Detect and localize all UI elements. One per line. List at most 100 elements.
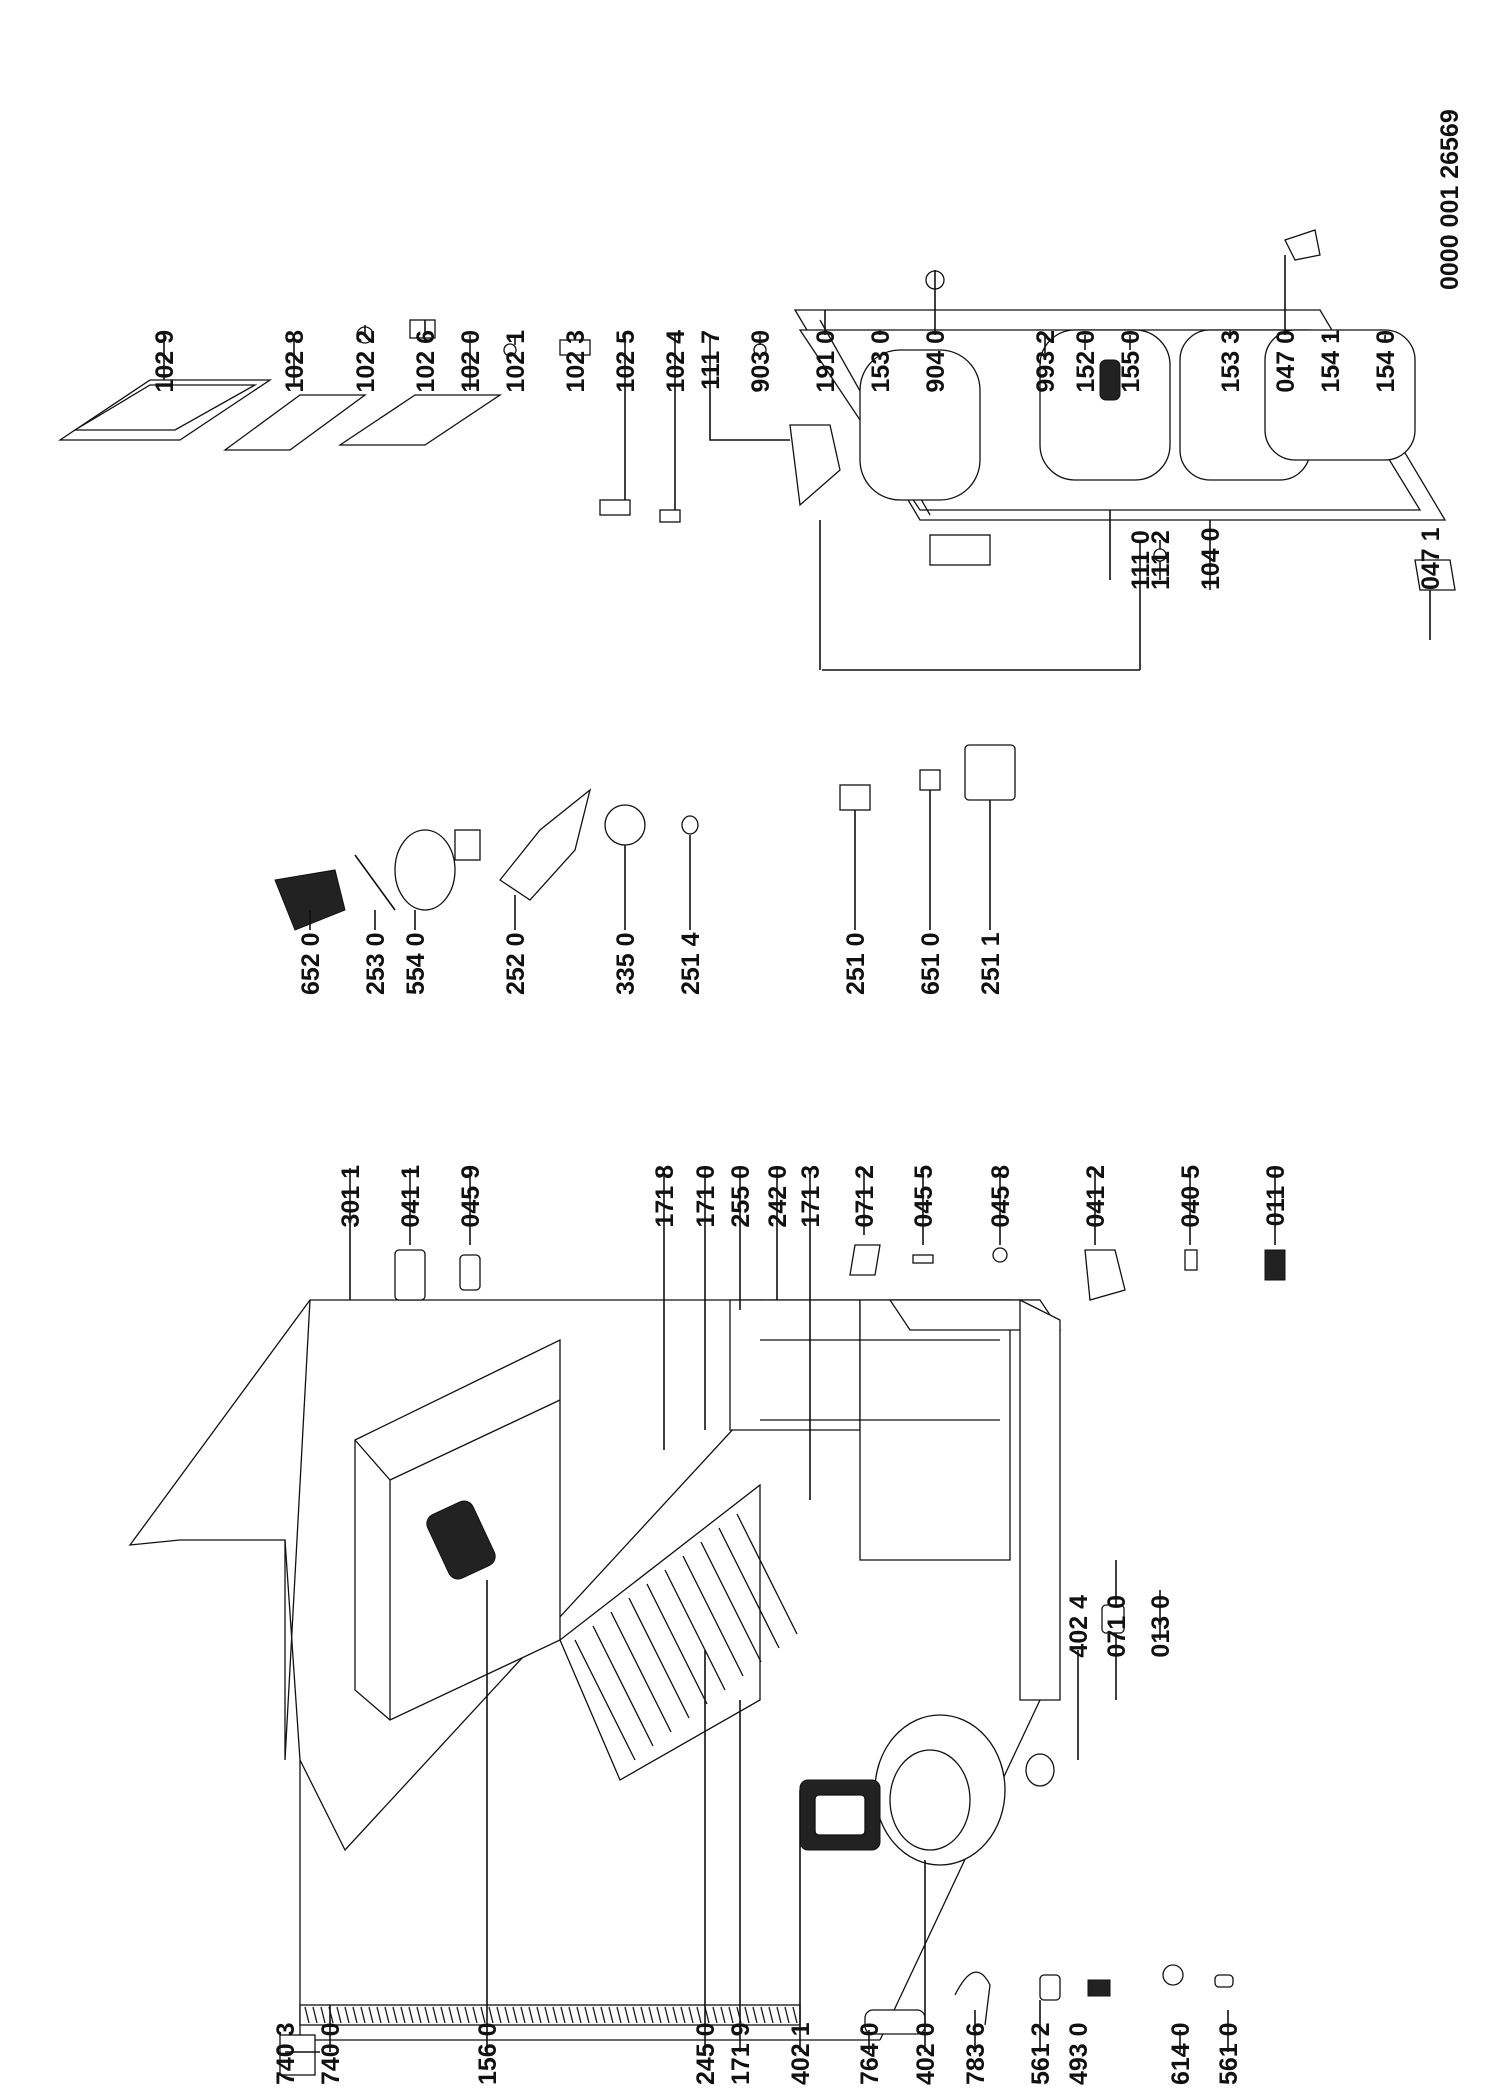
grille-bar (496, 2006, 502, 2024)
part-label-245-0: 245 0 (692, 2022, 720, 2085)
grille-bar (792, 2006, 798, 2024)
part-label-071-2: 071 2 (851, 1165, 879, 1228)
part-label-493-0: 493 0 (1065, 2022, 1093, 2085)
part-label-171-3: 171 3 (797, 1165, 825, 1228)
grille-bar (720, 2006, 726, 2024)
grille-bar (416, 2006, 422, 2024)
grille-bar (320, 2006, 326, 2024)
grille-bar (376, 2006, 382, 2024)
door-leaders (819, 510, 1431, 671)
grille-bar (760, 2006, 766, 2024)
grille-bar (448, 2006, 454, 2024)
part-label-102-2: 102 2 (352, 330, 380, 393)
part-label-011-0: 011 0 (1262, 1165, 1290, 1226)
part-label-171-0: 171 0 (692, 1165, 720, 1228)
grille-bar (392, 2006, 398, 2024)
middle-parts (274, 744, 1016, 931)
grille-bar (640, 2006, 646, 2024)
part-label-251-1: 251 1 (977, 932, 1005, 995)
cabinet (128, 1298, 1062, 2076)
part-label-111-7: 111 7 (697, 330, 725, 390)
part-label-102-3: 102 3 (562, 330, 590, 393)
part-label-335-0: 335 0 (612, 932, 640, 995)
grille-bar (576, 2006, 582, 2024)
part-label-255-0: 255 0 (727, 1165, 755, 1228)
part-label-993-2: 993 2 (1032, 330, 1060, 393)
grille-bar (552, 2006, 558, 2024)
cabinet-small-parts (394, 1244, 1286, 2026)
grille-bar (608, 2006, 614, 2024)
part-label-047-0: 047 0 (1272, 330, 1300, 393)
grille-bar (360, 2006, 366, 2024)
shelf-rib (736, 1513, 798, 1635)
shelf-rib (574, 1639, 636, 1761)
part-label-402-0: 402 0 (912, 2022, 940, 2085)
grille-bar (456, 2006, 462, 2024)
grille-bar (696, 2006, 702, 2024)
part-label-154-1: 154 1 (1317, 330, 1345, 393)
grille-bar (488, 2006, 494, 2024)
part-label-071-0: 071 0 (1103, 1595, 1131, 1658)
part-label-102-5: 102 5 (612, 330, 640, 393)
grille-bar (312, 2006, 318, 2024)
part-label-251-4: 251 4 (677, 932, 705, 995)
part-label-253-0: 253 0 (362, 932, 390, 995)
grille-bar (568, 2006, 574, 2024)
grille-bar (384, 2006, 390, 2024)
part-label-102-8: 102 8 (281, 330, 309, 393)
grille-bar (304, 2006, 310, 2024)
shelf-rib (646, 1583, 708, 1705)
grille-bar (752, 2006, 758, 2024)
part-label-561-2: 561 2 (1027, 2022, 1055, 2085)
grille-bar (680, 2006, 686, 2024)
part-label-045-5: 045 5 (910, 1165, 938, 1228)
grille-bar (400, 2006, 406, 2024)
part-label-171-8: 171 8 (651, 1165, 679, 1228)
part-label-561-0: 561 0 (1215, 2022, 1243, 2085)
part-label-554-0: 554 0 (402, 932, 430, 995)
grille-bar (480, 2006, 486, 2024)
shelf-rib (664, 1569, 726, 1691)
part-label-047-1: 047 1 (1417, 527, 1445, 590)
grille-bar (464, 2006, 470, 2024)
grille-bar (440, 2006, 446, 2024)
grille-bar (512, 2006, 518, 2024)
grille-bar (536, 2006, 542, 2024)
part-label-783-6: 783 6 (962, 2022, 990, 2085)
part-label-764-0: 764 0 (856, 2022, 884, 2085)
part-label-651-0: 651 0 (917, 932, 945, 995)
grille-bar (344, 2006, 350, 2024)
part-label-652-0: 652 0 (297, 932, 325, 995)
grille-bar (560, 2006, 566, 2024)
part-label-041-1: 041 1 (397, 1165, 425, 1228)
door-small-parts (1153, 229, 1456, 591)
part-label-102-9: 102 9 (151, 330, 179, 393)
grille-bar (776, 2006, 782, 2024)
shelf-rib (592, 1625, 654, 1747)
grille-bar (592, 2006, 598, 2024)
part-label-153-0: 153 0 (867, 330, 895, 393)
grille-bar (784, 2006, 790, 2024)
part-label-045-9: 045 9 (457, 1165, 485, 1228)
grille-bar (584, 2006, 590, 2024)
grille-bar (408, 2006, 414, 2024)
grille-bar (472, 2006, 478, 2024)
part-label-614-0: 614 0 (1167, 2022, 1195, 2085)
part-label-402-4: 402 4 (1065, 1595, 1093, 1658)
part-label-104-0: 104 0 (1197, 527, 1225, 590)
grille-bar (744, 2006, 750, 2024)
part-label-013-0: 013 0 (1147, 1595, 1175, 1658)
part-label-740-0: 740 0 (317, 2022, 345, 2085)
grille-bar (336, 2006, 342, 2024)
part-label-102-4: 102 4 (662, 330, 690, 393)
door (793, 309, 1447, 566)
part-label-251-0: 251 0 (842, 932, 870, 995)
grille-bar (424, 2006, 430, 2024)
shelf-rib (682, 1555, 744, 1677)
grille-bar (664, 2006, 670, 2024)
grille-bar (352, 2006, 358, 2024)
grille-bar (656, 2006, 662, 2024)
grille-bar (616, 2006, 622, 2024)
part-label-191-0: 191 0 (812, 330, 840, 393)
